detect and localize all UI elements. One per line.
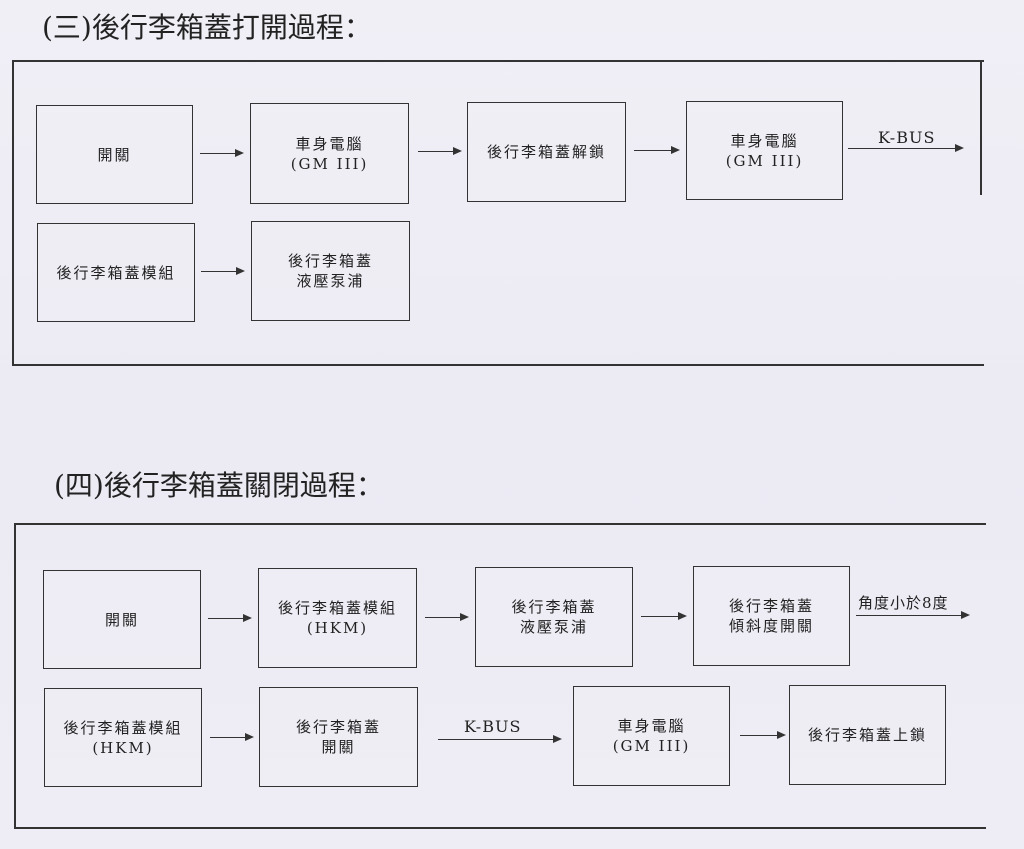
s3-kbus-label: K-BUS [878,128,936,147]
s4-angle-arrow [856,611,970,619]
s3-hydraulic-pump-box: 後行李箱蓋 液壓泵浦 [251,221,410,321]
box-sublabel: (GM III) [725,151,804,170]
box-sublabel: 傾斜度開關 [728,617,814,635]
s3-arrow-2 [418,147,462,155]
s3-arrow-1 [200,149,244,157]
section-4-title: (四)後行李箱蓋關閉過程： [54,469,384,502]
box-label: 車身電腦 [730,131,799,150]
s4-trunk-switch-box: 後行李箱蓋 開關 [259,687,418,787]
s4-arrow-1 [208,614,252,622]
box-sublabel: (GM III) [290,154,369,173]
s4-arrow-5 [740,731,786,739]
s3-body-computer-box-2: 車身電腦 (GM III) [686,101,843,200]
box-label: 車身電腦 [617,717,686,735]
s3-arrow-3 [634,146,680,154]
box-sublabel: 開關 [321,738,356,756]
s4-hydraulic-pump-box: 後行李箱蓋 液壓泵浦 [475,567,633,667]
s3-kbus-arrow [848,144,964,152]
box-label: 車身電腦 [295,134,364,153]
box-sublabel: (HKM) [92,738,154,757]
s4-arrow-4 [210,733,254,741]
box-sublabel: 液壓泵浦 [519,618,588,636]
section-4-frame [14,523,986,829]
box-label: 後行李箱蓋模組 [63,718,183,737]
box-label: 開關 [104,610,139,629]
section-3-title: (三)後行李箱蓋打開過程： [42,11,372,44]
s4-kbus-arrow [438,735,562,743]
box-label: 後行李箱蓋解鎖 [486,143,606,161]
box-label: 開關 [97,145,132,164]
box-label: 後行李箱蓋 [295,718,381,736]
box-label: 後行李箱蓋 [511,598,597,616]
section-3-frame-right-edge [980,60,982,195]
box-sublabel: (HKM) [306,619,369,637]
box-label: 後行李箱蓋 [287,252,373,270]
section-3-frame [12,60,984,366]
s4-kbus-label: K-BUS [464,717,522,736]
s3-trunk-unlock-box: 後行李箱蓋解鎖 [467,102,626,202]
s4-body-computer-box: 車身電腦 (GM III) [573,686,730,786]
s4-arrow-3 [641,612,687,620]
s3-trunk-module-box: 後行李箱蓋模組 [37,223,195,322]
s3-switch-box: 開關 [36,105,193,204]
s3-arrow-4 [201,267,245,275]
s4-switch-box: 開關 [43,570,201,669]
box-label: 後行李箱蓋上鎖 [807,726,927,744]
s4-angle-label: 角度小於8度 [858,594,949,612]
s4-hkm-box-2: 後行李箱蓋模組 (HKM) [44,688,202,787]
box-sublabel: 液壓泵浦 [296,272,365,290]
s4-tilt-switch-box: 後行李箱蓋 傾斜度開關 [693,566,850,666]
s4-arrow-2 [425,613,469,621]
box-label: 後行李箱蓋 [728,597,814,615]
box-label: 後行李箱蓋模組 [56,263,176,282]
s3-body-computer-box-1: 車身電腦 (GM III) [250,103,409,204]
box-label: 後行李箱蓋模組 [277,599,397,617]
s4-hkm-box: 後行李箱蓋模組 (HKM) [258,568,417,668]
box-sublabel: (GM III) [612,737,691,755]
s4-trunk-lock-box: 後行李箱蓋上鎖 [789,685,946,785]
